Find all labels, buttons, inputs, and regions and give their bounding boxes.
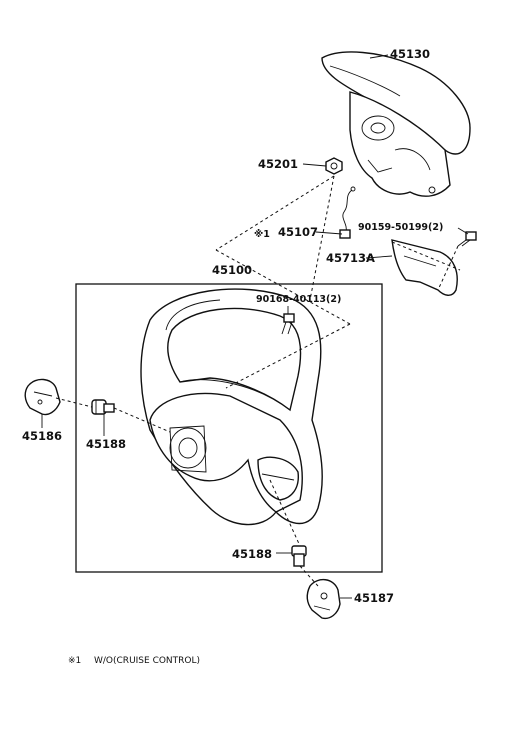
label-45187: 45187 — [354, 591, 394, 605]
screw-90159 — [457, 231, 477, 247]
cover-45713a — [391, 239, 458, 296]
nut-45201 — [325, 157, 343, 175]
bezel-45186 — [24, 378, 61, 416]
part-labels: 45130 45201 45107 ※1 90159-50199(2) 4571… — [22, 47, 443, 605]
label-45107-mark: ※1 — [254, 229, 270, 240]
label-45130: 45130 — [390, 47, 430, 61]
label-45713a: 45713A — [326, 251, 375, 265]
label-45107: 45107 — [278, 225, 318, 239]
leader-lines — [41, 54, 469, 599]
airbag-pad — [321, 51, 471, 197]
footnote-mark: ※1 — [68, 656, 81, 666]
steering-wheel — [140, 288, 323, 526]
screw-90168 — [281, 313, 295, 335]
label-90168: 90168-40113(2) — [256, 294, 341, 305]
footnote-text: W/O(CRUISE CONTROL) — [94, 656, 200, 666]
assembly-frame — [75, 283, 383, 573]
label-90159: 90159-50199(2) — [358, 222, 443, 233]
label-45100: 45100 — [212, 263, 252, 277]
plug-45188-left — [91, 399, 115, 415]
label-45186: 45186 — [22, 429, 62, 443]
label-45188-bottom: 45188 — [232, 547, 272, 561]
footnote: ※1 W/O(CRUISE CONTROL) — [68, 656, 200, 666]
plug-45188-bottom — [291, 545, 307, 567]
label-45201: 45201 — [258, 157, 298, 171]
bezel-45187 — [306, 579, 341, 620]
wire-harness-45107 — [339, 186, 356, 239]
label-45188-left: 45188 — [86, 437, 126, 451]
assembly-guides — [55, 175, 461, 587]
